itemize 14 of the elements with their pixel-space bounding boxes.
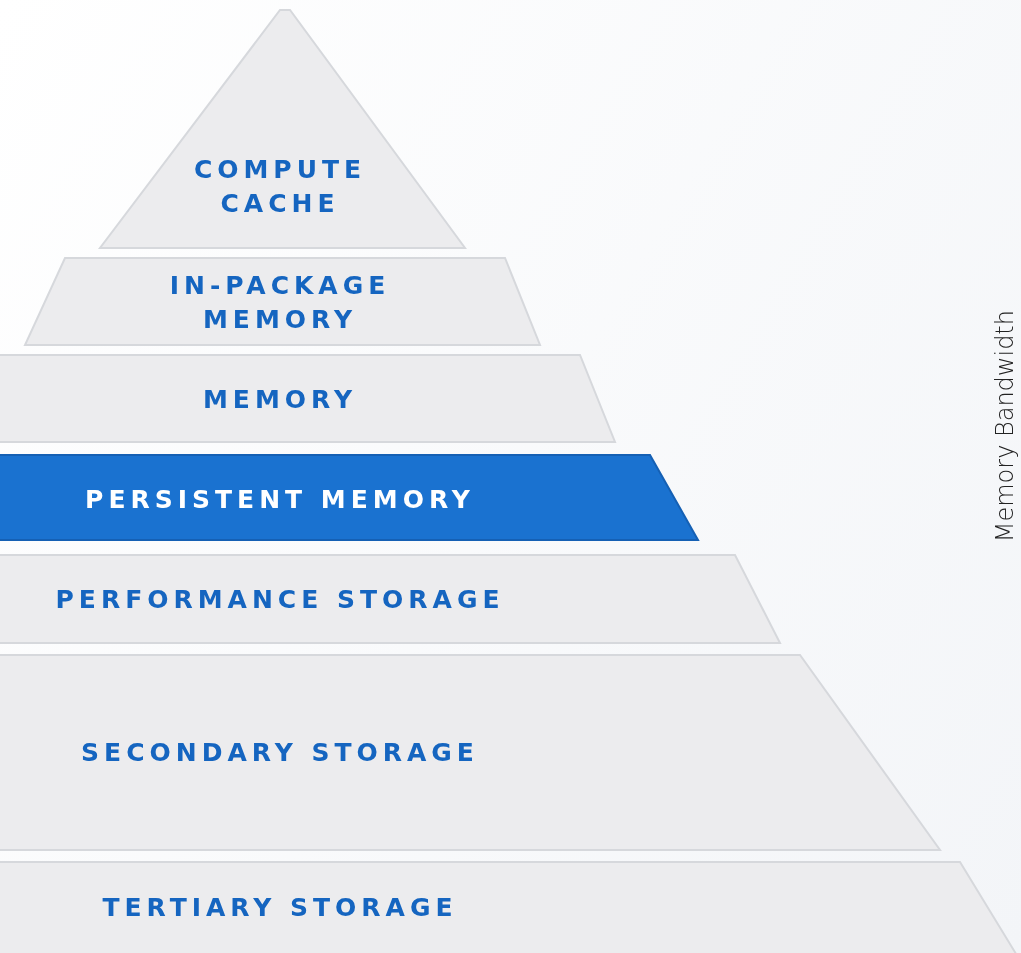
pyramid-tier — [0, 355, 615, 442]
tier-label: COMPUTE CACHE — [192, 154, 368, 220]
tier-label: PERFORMANCE STORAGE — [54, 584, 506, 616]
pyramid-tier — [0, 555, 780, 643]
tier-label: MEMORY — [201, 384, 359, 416]
axis-label: Memory Bandwidth — [991, 310, 1019, 543]
tier-label: TERTIARY STORAGE — [101, 892, 459, 924]
pyramid-tier — [0, 455, 698, 540]
tier-label: IN-PACKAGE MEMORY — [168, 270, 392, 336]
pyramid-tier — [25, 258, 540, 345]
tier-label: PERSISTENT MEMORY — [84, 484, 476, 516]
pyramid-apex — [100, 10, 465, 248]
pyramid-tier — [0, 655, 940, 850]
tier-label: SECONDARY STORAGE — [80, 737, 480, 769]
